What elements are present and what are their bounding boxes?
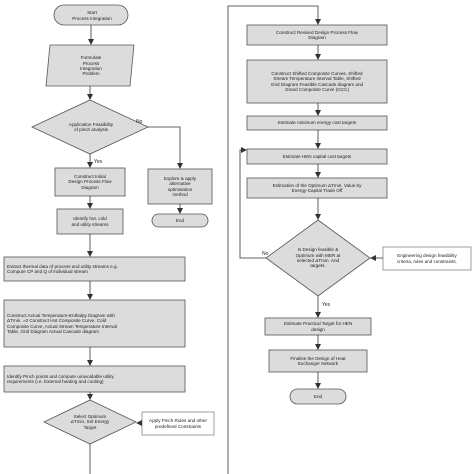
- apply-pinch-rules-box: [141, 411, 215, 436]
- engineering-criteria-label: Engineering design feasibility criteria,…: [397, 253, 457, 264]
- explore-label: Explore & apply alternative optimisation…: [163, 175, 197, 197]
- edge-label-no-left: No: [136, 119, 143, 125]
- application-label: Application Feasibility of pinch analysi…: [68, 121, 114, 132]
- construct-initial-label: Construct Initial Design Process Flow Di…: [68, 173, 112, 190]
- identify-pinch-label: Identify Pinch points and compute unavoi…: [7, 373, 114, 384]
- apply-pinch-rules-label: Apply Pinch Rules and other predefined C…: [149, 418, 207, 429]
- identify-streams-box: [56, 208, 124, 235]
- start-label: Start Process Integration: [72, 10, 112, 21]
- left-end-label: End: [175, 217, 185, 223]
- estimate-hen-box: [246, 148, 388, 165]
- construct-revised-box: [246, 24, 388, 46]
- identify-streams-label: Identify hot, cold and utility streams: [71, 216, 109, 227]
- edge-label-no-right: No: [262, 251, 269, 257]
- formulate-label: Formulate Process Integration Problem: [80, 55, 102, 77]
- extract-thermal-box: [3, 256, 186, 282]
- estimate-min-energy-box: [246, 115, 388, 131]
- construct-actual-box: [3, 299, 186, 348]
- right-end-label: End: [313, 393, 323, 399]
- design-feasible-label: Is Design feasible & Optimum with MER at…: [295, 247, 341, 269]
- edge-label-yes-right: Yes: [322, 302, 331, 308]
- left-end-terminator: [151, 213, 209, 228]
- explore-box: [147, 168, 213, 205]
- edge-to-right-column: [227, 5, 321, 474]
- estimate-optimum-box: [246, 177, 388, 199]
- finalise-label: Finalise the Design of Heat Exchanger Ne…: [290, 355, 346, 366]
- estimate-practical-label: Estimate Practical Target for HEN design: [283, 321, 353, 332]
- construct-shifted-label: Construct Shifted Composite Curves, Shif…: [270, 70, 364, 92]
- estimate-min-energy-label: Estimate minimum energy cost targets: [277, 120, 357, 126]
- estimate-optimum-label: Estimation of the Optimum ΔTmin. Value b…: [272, 182, 362, 193]
- right-end-terminator: [289, 388, 347, 405]
- extract-thermal-label: Extract thermal data of process and util…: [7, 263, 118, 274]
- edge-label-yes-left: Yes: [94, 159, 103, 165]
- construct-actual-label: Construct Actual Temperature-Enthalpy Di…: [7, 312, 117, 334]
- engineering-criteria-box: [382, 246, 472, 271]
- formulate-parallelogram: [45, 44, 135, 87]
- edge-application-no: [148, 126, 183, 169]
- estimate-hen-label: Estimate HEN capital cost targets: [282, 153, 352, 159]
- construct-revised-label: Construct Revised Design Process Flow Di…: [276, 29, 358, 40]
- identify-pinch-box: [3, 365, 186, 393]
- select-optimum-label: Select Optimum ΔTmin, Set Energy Target: [70, 413, 110, 430]
- construct-shifted-box: [246, 59, 388, 104]
- edge-feasible-no: [239, 147, 266, 259]
